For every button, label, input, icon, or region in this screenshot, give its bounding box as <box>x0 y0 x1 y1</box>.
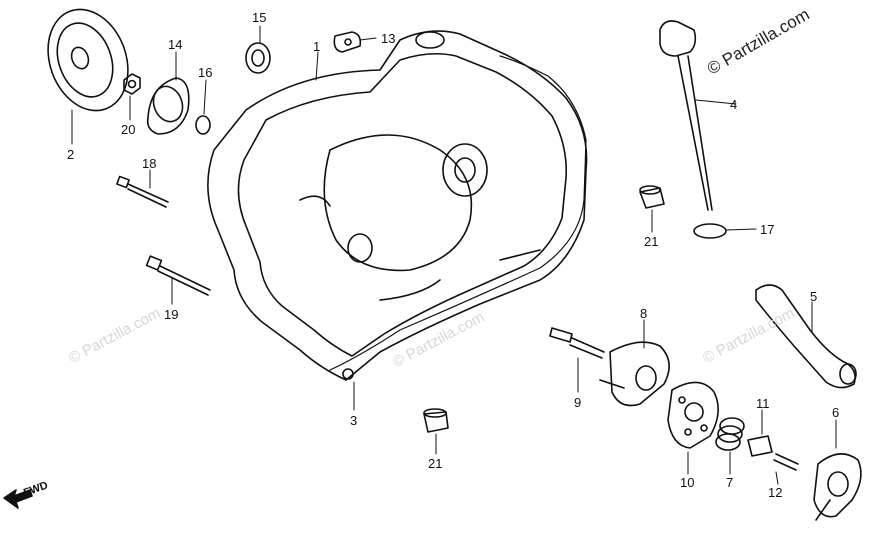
part-label: 1 <box>313 39 321 54</box>
part-label: 15 <box>252 10 267 25</box>
part-label: 17 <box>760 222 775 237</box>
leader-lines <box>71 25 837 485</box>
part-21-dowel-lower-drawing <box>423 408 449 433</box>
part-14-cap-drawing <box>146 77 190 135</box>
part-15-seal-drawing <box>245 42 271 74</box>
part-label: 8 <box>640 306 648 321</box>
part-label: 5 <box>810 289 818 304</box>
part-label: 12 <box>768 485 783 500</box>
part-7-spring-drawing <box>715 417 745 451</box>
forward-arrow-icon <box>3 489 33 509</box>
part-label: 4 <box>730 97 738 112</box>
part-label: 7 <box>726 475 734 490</box>
part-13-clip-drawing <box>333 31 362 53</box>
part-12-pin-drawing <box>773 453 799 471</box>
part-3-gasket-drawing <box>329 55 587 371</box>
part-label: 6 <box>832 405 840 420</box>
part-label: 2 <box>67 147 75 162</box>
part-10-cam-drawing <box>667 381 719 449</box>
part-5-lever-drawing <box>755 284 857 389</box>
part-20-nut-drawing <box>123 73 141 95</box>
part-label: 20 <box>121 122 136 137</box>
part-19-bolt-drawing <box>145 255 211 296</box>
part-label: 11 <box>756 396 770 411</box>
part-label: 19 <box>164 307 179 322</box>
part-8-plate-drawing <box>599 341 670 407</box>
part-9-stud-drawing <box>549 327 605 359</box>
part-16-oring-drawing <box>195 115 211 135</box>
part-2-cap-drawing <box>47 8 129 112</box>
part-label: 9 <box>574 395 582 410</box>
part-label: 21 <box>428 456 443 471</box>
part-21-dowel-upper-drawing <box>639 185 665 209</box>
part-11-collar-drawing <box>747 435 773 457</box>
part-label: 18 <box>142 156 157 171</box>
part-label: 21 <box>644 234 659 249</box>
part-label: 3 <box>350 413 358 428</box>
part-4-dipstick-drawing <box>659 20 713 211</box>
part-17-oring-drawing <box>693 223 727 239</box>
part-label: 10 <box>680 475 695 490</box>
part-1-cover-drawing <box>207 30 588 381</box>
part-6-lever-plate-drawing <box>813 453 862 521</box>
part-label: 14 <box>168 37 183 52</box>
part-18-bolt-drawing <box>116 175 169 208</box>
part-label: 13 <box>381 31 396 46</box>
part-label: 16 <box>198 65 213 80</box>
